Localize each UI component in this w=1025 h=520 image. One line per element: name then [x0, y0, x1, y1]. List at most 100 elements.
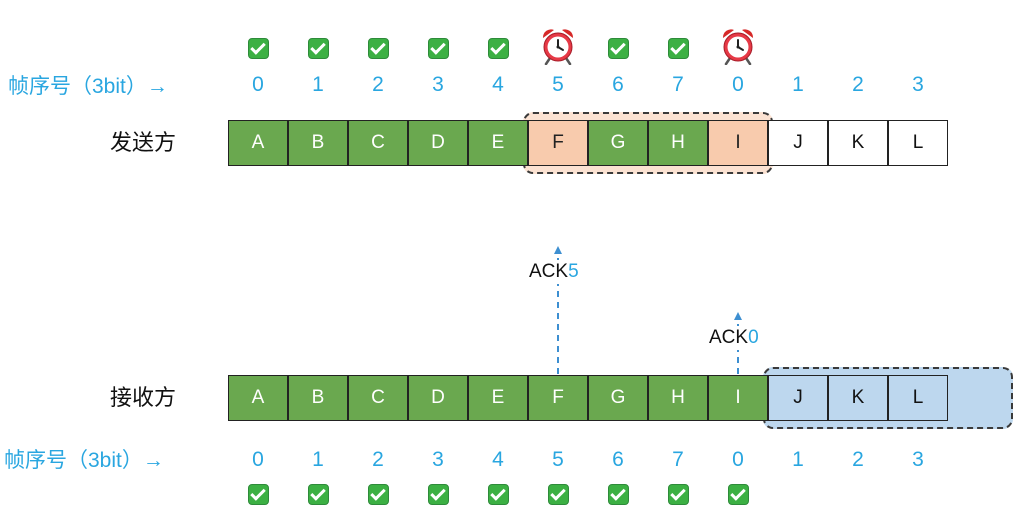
frame-label: J [793, 387, 803, 408]
seq-number: 1 [792, 448, 804, 471]
seq-number: 2 [372, 448, 384, 471]
frame-cell: B [288, 120, 348, 166]
seq-number: 5 [552, 73, 564, 96]
frame-cell: H [648, 120, 708, 166]
frame-label: F [552, 387, 564, 408]
seq-number: 7 [672, 73, 684, 96]
check-mark-icon [307, 484, 329, 505]
alarm-clock-icon [542, 29, 574, 65]
frame-label: K [851, 387, 865, 408]
seq-number: 0 [252, 448, 264, 471]
check-mark-icon [247, 484, 269, 505]
check-mark-icon [307, 38, 329, 59]
ack-prefix: ACK [529, 261, 569, 282]
frame-label: A [251, 132, 265, 153]
check-mark-icon [367, 38, 389, 59]
seq-number: 3 [432, 448, 444, 471]
check-mark-icon [727, 484, 749, 505]
frame-label: E [491, 387, 505, 408]
frame-cell: A [228, 120, 288, 166]
frame-cell: A [228, 375, 288, 421]
seq-number: 0 [732, 73, 744, 96]
frame-cell: D [408, 120, 468, 166]
frame-label: I [735, 387, 741, 408]
ack-label: ACK0 [708, 326, 760, 350]
seq-number: 4 [492, 73, 504, 96]
ack-number: 5 [568, 261, 579, 282]
frame-label: K [851, 132, 865, 153]
frame-cell: J [768, 120, 828, 166]
frame-label: G [610, 387, 626, 408]
frame-cell: I [708, 375, 768, 421]
seq-number: 7 [672, 448, 684, 471]
seq-number: 4 [492, 448, 504, 471]
frame-cell: K [828, 120, 888, 166]
ack-number: 0 [748, 327, 759, 348]
receiver-seq-label: 帧序号（3bit）→ [4, 449, 164, 472]
check-mark-icon [667, 38, 689, 59]
seq-number: 2 [852, 448, 864, 471]
frame-cell: J [768, 375, 828, 421]
frame-cell: D [408, 375, 468, 421]
frame-cell: E [468, 375, 528, 421]
check-mark-icon [487, 38, 509, 59]
seq-number: 1 [792, 73, 804, 96]
frame-cell: I [708, 120, 768, 166]
frame-cell: C [348, 120, 408, 166]
check-mark-icon [607, 38, 629, 59]
check-mark-icon [607, 484, 629, 505]
frame-label: G [610, 132, 626, 153]
frame-label: J [793, 132, 803, 153]
frame-cell: K [828, 375, 888, 421]
frame-cell: E [468, 120, 528, 166]
check-mark-icon [427, 38, 449, 59]
frame-label: H [671, 387, 685, 408]
check-mark-icon [427, 484, 449, 505]
seq-number: 6 [612, 73, 624, 96]
seq-number: 0 [732, 448, 744, 471]
sender-seq-label: 帧序号（3bit）→ [8, 75, 168, 98]
frame-cell: L [888, 120, 948, 166]
check-mark-icon [547, 484, 569, 505]
seq-number: 5 [552, 448, 564, 471]
check-mark-icon [667, 484, 689, 505]
frame-label: E [491, 132, 505, 153]
frame-label: D [431, 132, 445, 153]
frame-cell: B [288, 375, 348, 421]
ack-arrow-head [554, 246, 562, 254]
frame-label: C [371, 132, 385, 153]
seq-number: 2 [852, 73, 864, 96]
frame-label: A [251, 387, 265, 408]
seq-number: 3 [912, 448, 924, 471]
frame-label: L [912, 387, 924, 408]
frame-label: L [912, 132, 924, 153]
check-mark-icon [487, 484, 509, 505]
seq-number: 3 [912, 73, 924, 96]
ack-label: ACK5 [528, 260, 580, 284]
frame-label: B [311, 132, 325, 153]
frame-label: C [371, 387, 385, 408]
seq-number: 6 [612, 448, 624, 471]
frame-cell: H [648, 375, 708, 421]
seq-number: 1 [312, 73, 324, 96]
seq-number: 0 [252, 73, 264, 96]
ack-arrow-head [734, 312, 742, 320]
frame-label: H [671, 132, 685, 153]
check-mark-icon [367, 484, 389, 505]
frame-cell: F [528, 120, 588, 166]
receiver-label: 接收方 [110, 386, 177, 411]
frame-label: D [431, 387, 445, 408]
frame-cell: C [348, 375, 408, 421]
frame-cell: L [888, 375, 948, 421]
frame-cell: F [528, 375, 588, 421]
seq-number: 2 [372, 73, 384, 96]
alarm-clock-icon [722, 29, 754, 65]
frame-label: B [311, 387, 325, 408]
check-mark-icon [247, 38, 269, 59]
ack-prefix: ACK [709, 327, 749, 348]
frame-cell: G [588, 120, 648, 166]
sender-label: 发送方 [110, 131, 177, 156]
frame-label: I [735, 132, 741, 153]
seq-number: 3 [432, 73, 444, 96]
